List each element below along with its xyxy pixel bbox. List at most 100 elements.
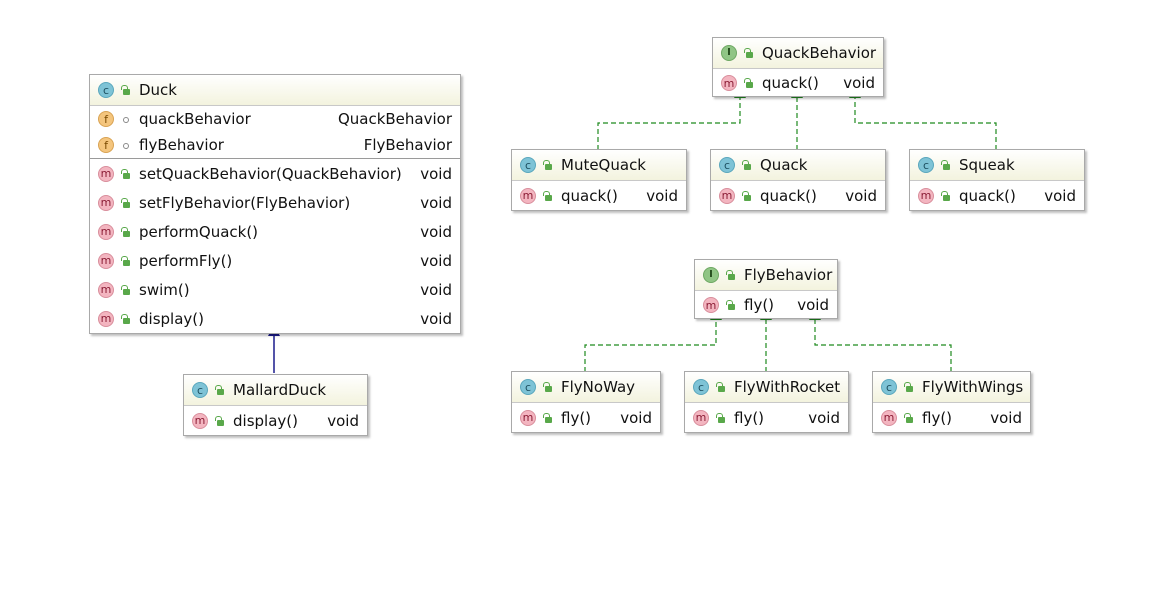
- method-row[interactable]: m display() void: [184, 406, 367, 435]
- field-icon: f: [98, 111, 114, 127]
- method-row[interactable]: m quack() void: [512, 181, 686, 210]
- interface-quackbehavior-header[interactable]: I QuackBehavior: [713, 38, 883, 69]
- method-row[interactable]: m fly() void: [695, 291, 837, 319]
- public-lock-icon: [904, 412, 913, 423]
- class-name: FlyNoWay: [561, 378, 636, 396]
- public-lock-icon: [121, 197, 130, 208]
- class-flywithrocket-header[interactable]: c FlyWithRocket: [685, 372, 848, 403]
- method-row[interactable]: m display() void: [90, 304, 460, 333]
- class-name: Squeak: [959, 156, 1015, 174]
- class-icon: c: [520, 379, 536, 395]
- method-row[interactable]: m setQuackBehavior(QuackBehavior) void: [90, 159, 460, 188]
- method-return-type: void: [646, 186, 678, 205]
- method-name: display(): [139, 309, 204, 328]
- class-flynoway-header[interactable]: c FlyNoWay: [512, 372, 660, 403]
- class-mallardduck-header[interactable]: c MallardDuck: [184, 375, 367, 406]
- class-flywithrocket[interactable]: c FlyWithRocket m fly() void: [684, 371, 849, 433]
- method-row[interactable]: m quack() void: [910, 181, 1084, 210]
- method-icon: m: [520, 187, 536, 204]
- method-name: quack(): [762, 74, 819, 92]
- method-row[interactable]: m fly() void: [685, 403, 848, 432]
- class-mutequack-header[interactable]: c MuteQuack: [512, 150, 686, 181]
- class-name: Duck: [139, 81, 177, 99]
- package-private-icon: [121, 114, 130, 124]
- method-row[interactable]: m setFlyBehavior(FlyBehavior) void: [90, 188, 460, 217]
- public-lock-icon: [742, 160, 751, 170]
- field-type: FlyBehavior: [363, 136, 452, 154]
- field-row[interactable]: f quackBehavior QuackBehavior: [90, 106, 460, 132]
- public-lock-icon: [121, 284, 130, 295]
- method-return-type: void: [797, 296, 829, 314]
- method-icon: m: [693, 409, 709, 426]
- class-quack-header[interactable]: c Quack: [711, 150, 885, 181]
- method-row[interactable]: m quack() void: [711, 181, 885, 210]
- method-row[interactable]: m fly() void: [873, 403, 1030, 432]
- interface-quackbehavior[interactable]: I QuackBehavior m quack() void: [712, 37, 884, 97]
- public-lock-icon: [543, 412, 552, 423]
- method-icon: m: [98, 252, 114, 269]
- method-name: quack(): [959, 186, 1016, 205]
- edge-flywithwings-to-flybehavior: [809, 309, 952, 372]
- public-lock-icon: [744, 78, 753, 88]
- class-flynoway[interactable]: c FlyNoWay m fly() void: [511, 371, 661, 433]
- class-flywithwings[interactable]: c FlyWithWings m fly() void: [872, 371, 1031, 433]
- class-duck-header[interactable]: c Duck: [90, 75, 460, 106]
- method-icon: m: [98, 223, 114, 240]
- class-quack[interactable]: c Quack m quack() void: [710, 149, 886, 211]
- method-name: fly(): [561, 408, 592, 427]
- method-row[interactable]: m performQuack() void: [90, 217, 460, 246]
- method-name: fly(): [734, 408, 765, 427]
- class-icon: c: [918, 157, 934, 173]
- public-lock-icon: [121, 255, 130, 266]
- method-icon: m: [98, 194, 114, 211]
- field-row[interactable]: f flyBehavior FlyBehavior: [90, 132, 460, 158]
- method-return-type: void: [420, 280, 452, 299]
- public-lock-icon: [543, 160, 552, 170]
- method-row[interactable]: m performFly() void: [90, 246, 460, 275]
- method-return-type: void: [620, 408, 652, 427]
- class-mutequack[interactable]: c MuteQuack m quack() void: [511, 149, 687, 211]
- method-icon: m: [703, 297, 719, 313]
- interface-name: FlyBehavior: [744, 266, 833, 284]
- class-squeak[interactable]: c Squeak m quack() void: [909, 149, 1085, 211]
- class-name: MuteQuack: [561, 156, 646, 174]
- public-lock-icon: [215, 415, 224, 426]
- class-flywithwings-header[interactable]: c FlyWithWings: [873, 372, 1030, 403]
- method-name: setFlyBehavior(FlyBehavior): [139, 193, 351, 212]
- public-lock-icon: [726, 300, 735, 310]
- method-return-type: void: [420, 193, 452, 212]
- public-lock-icon: [744, 48, 753, 58]
- field-type: QuackBehavior: [337, 110, 452, 128]
- class-icon: c: [192, 382, 208, 398]
- edge-squeak-to-quackbehavior: [849, 87, 997, 150]
- method-name: fly(): [922, 408, 953, 427]
- class-mallardduck[interactable]: c MallardDuck m display() void: [183, 374, 368, 436]
- method-row[interactable]: m fly() void: [512, 403, 660, 432]
- method-icon: m: [98, 310, 114, 327]
- interface-icon: I: [703, 267, 719, 283]
- edge-flynoway-to-flybehavior: [584, 309, 722, 372]
- method-name: performFly(): [139, 251, 233, 270]
- method-return-type: void: [843, 74, 875, 92]
- method-icon: m: [918, 187, 934, 204]
- method-icon: m: [98, 281, 114, 298]
- interface-flybehavior[interactable]: I FlyBehavior m fly() void: [694, 259, 838, 319]
- class-duck[interactable]: c Duck f quackBehavior QuackBehavior f f…: [89, 74, 461, 334]
- method-name: setQuackBehavior(QuackBehavior): [139, 164, 402, 183]
- class-icon: c: [881, 379, 897, 395]
- class-name: MallardDuck: [233, 381, 327, 399]
- public-lock-icon: [716, 382, 725, 392]
- field-name: flyBehavior: [139, 136, 224, 154]
- class-name: FlyWithWings: [922, 378, 1024, 396]
- section-divider: [90, 158, 460, 159]
- method-name: fly(): [744, 296, 775, 314]
- method-return-type: void: [420, 309, 452, 328]
- method-row[interactable]: m quack() void: [713, 69, 883, 97]
- method-row[interactable]: m swim() void: [90, 275, 460, 304]
- interface-flybehavior-header[interactable]: I FlyBehavior: [695, 260, 837, 291]
- class-squeak-header[interactable]: c Squeak: [910, 150, 1084, 181]
- method-name: quack(): [561, 186, 618, 205]
- public-lock-icon: [543, 190, 552, 201]
- class-name: Quack: [760, 156, 808, 174]
